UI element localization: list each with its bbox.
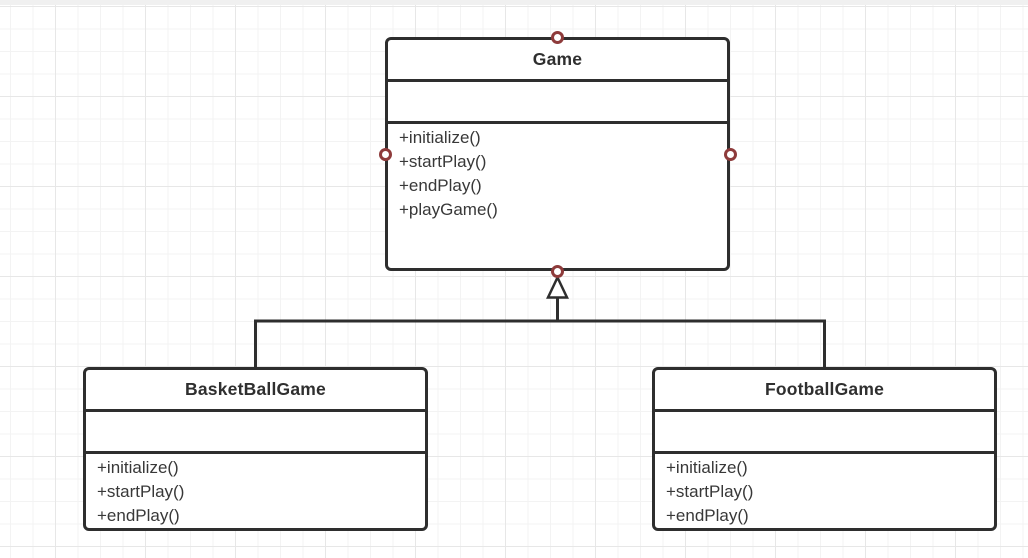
connection-handle-left[interactable] [378, 147, 392, 161]
inheritance-edge-basketballgame-to-game[interactable] [254, 297, 559, 368]
canvas-top-edge [0, 0, 1028, 5]
class-attributes-section [388, 82, 727, 124]
method-label: +initialize() [399, 128, 481, 147]
method-label: +endPlay() [97, 506, 180, 525]
method-label: +initialize() [666, 458, 748, 477]
method-label: +initialize() [97, 458, 179, 477]
class-box-basketballgame[interactable]: BasketBallGame +initialize() +startPlay(… [83, 367, 428, 531]
class-box-footballgame[interactable]: FootballGame +initialize() +startPlay() … [652, 367, 997, 531]
inheritance-edge-footballgame-to-game[interactable] [557, 319, 826, 368]
class-methods-section: +initialize() +startPlay() +endPlay() [655, 454, 994, 528]
class-box-game[interactable]: Game +initialize() +startPlay() +endPlay… [385, 37, 730, 271]
connection-handle-right[interactable] [723, 147, 737, 161]
class-methods-section: +initialize() +startPlay() +endPlay() +p… [388, 124, 727, 222]
method-label: +playGame() [399, 200, 498, 219]
method-label: +endPlay() [399, 176, 482, 195]
class-name: BasketBallGame [86, 370, 425, 412]
method-label: +endPlay() [666, 506, 749, 525]
method-label: +startPlay() [399, 152, 487, 171]
method-label: +startPlay() [666, 482, 754, 501]
class-methods-section: +initialize() +startPlay() +endPlay() [86, 454, 425, 528]
method-label: +startPlay() [97, 482, 185, 501]
connection-handle-bottom[interactable] [551, 264, 564, 278]
class-attributes-section [86, 412, 425, 454]
class-name: Game [388, 40, 727, 82]
class-name: FootballGame [655, 370, 994, 412]
inheritance-arrowhead-icon [546, 274, 569, 299]
connection-handle-top[interactable] [551, 30, 564, 44]
class-attributes-section [655, 412, 994, 454]
